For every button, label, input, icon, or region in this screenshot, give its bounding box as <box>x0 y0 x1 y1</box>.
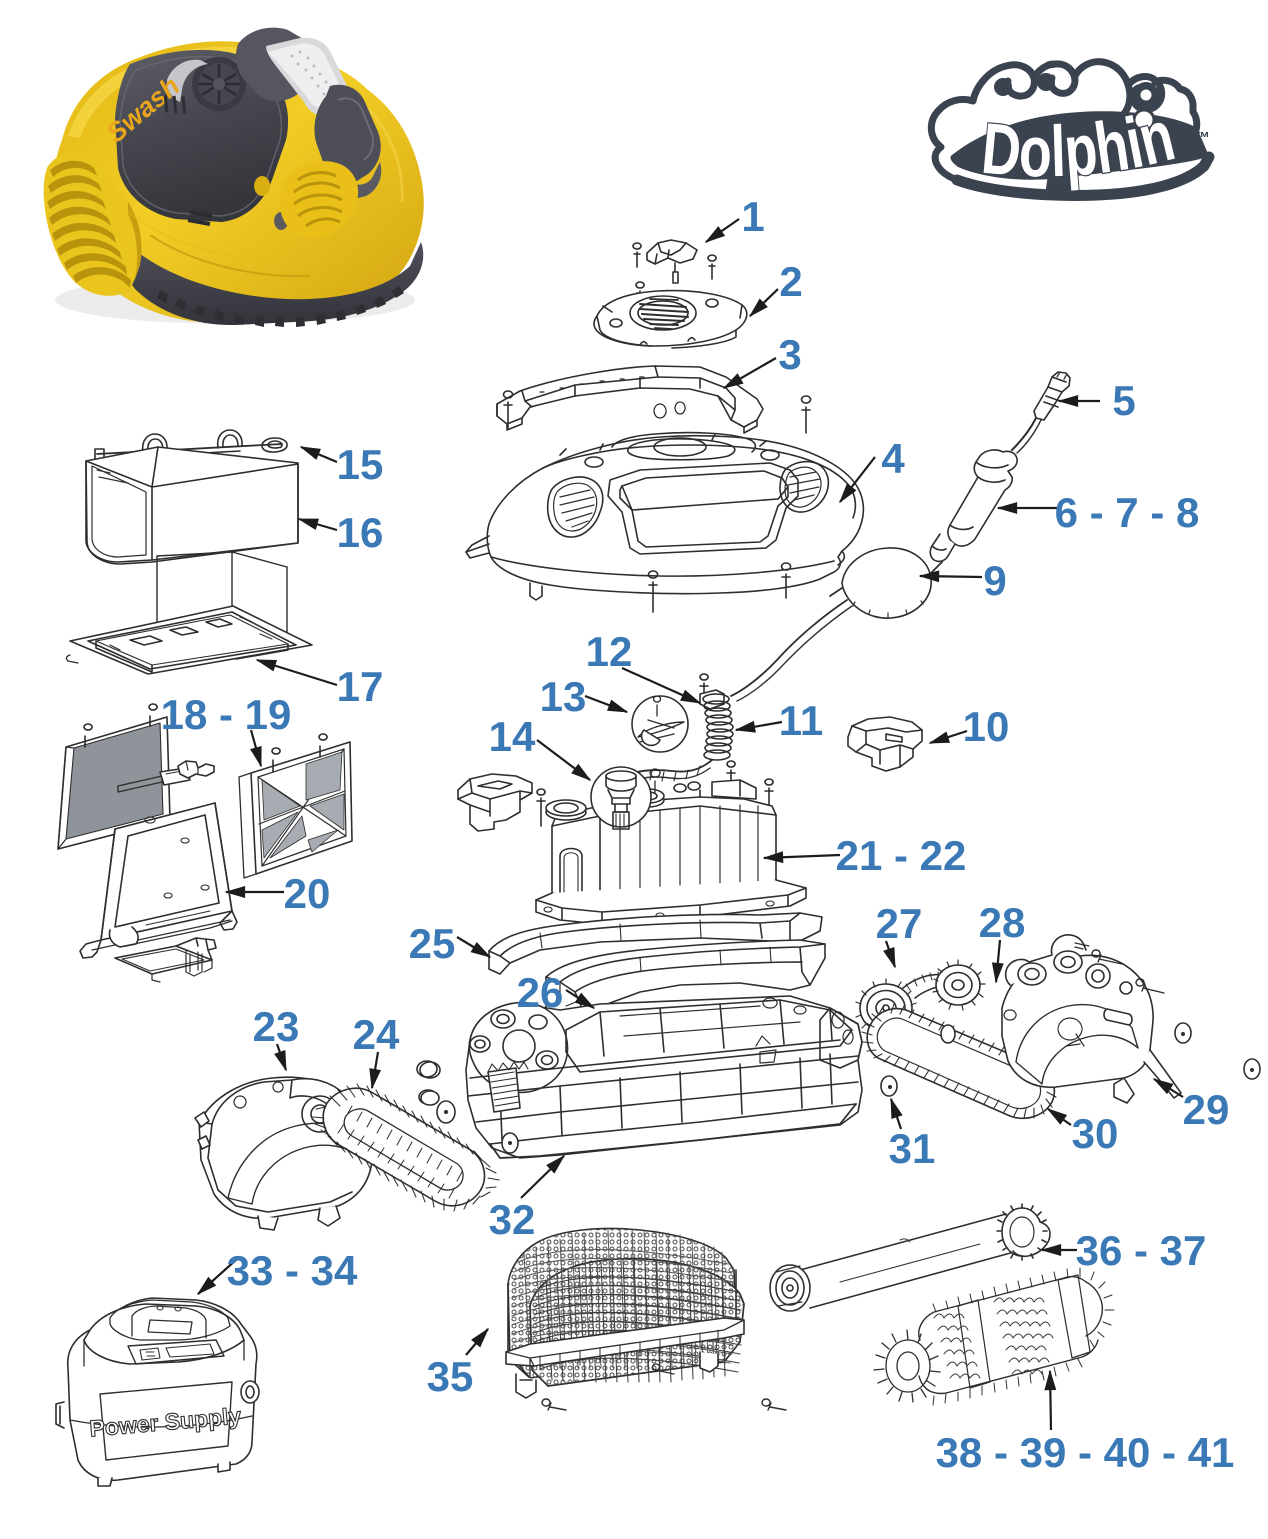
svg-text:25: 25 <box>409 920 456 967</box>
svg-text:14: 14 <box>489 713 536 760</box>
svg-text:10: 10 <box>963 703 1010 750</box>
svg-text:4: 4 <box>881 435 905 482</box>
svg-text:9: 9 <box>983 557 1006 604</box>
svg-text:26: 26 <box>517 969 564 1016</box>
svg-text:11: 11 <box>779 697 823 744</box>
svg-text:36 - 37: 36 - 37 <box>1076 1227 1207 1274</box>
svg-text:27: 27 <box>876 900 923 947</box>
svg-text:6 - 7 - 8: 6 - 7 - 8 <box>1055 489 1200 536</box>
svg-text:12: 12 <box>586 628 633 675</box>
svg-text:17: 17 <box>337 663 384 710</box>
svg-text:23: 23 <box>253 1003 300 1050</box>
svg-text:24: 24 <box>353 1011 400 1058</box>
svg-text:1: 1 <box>741 193 764 240</box>
svg-text:32: 32 <box>489 1196 536 1243</box>
svg-text:3: 3 <box>778 331 801 378</box>
svg-text:13: 13 <box>540 673 587 720</box>
svg-text:18 - 19: 18 - 19 <box>161 691 292 738</box>
svg-text:16: 16 <box>337 509 384 556</box>
svg-text:2: 2 <box>779 258 802 305</box>
svg-text:21 - 22: 21 - 22 <box>836 832 967 879</box>
svg-text:15: 15 <box>337 441 384 488</box>
svg-text:38 - 39 - 40 - 41: 38 - 39 - 40 - 41 <box>936 1429 1235 1476</box>
svg-text:20: 20 <box>284 870 331 917</box>
svg-text:5: 5 <box>1112 377 1135 424</box>
svg-text:33 - 34: 33 - 34 <box>227 1247 358 1294</box>
svg-text:35: 35 <box>427 1353 474 1400</box>
svg-text:31: 31 <box>889 1125 936 1172</box>
svg-text:™: ™ <box>1194 130 1210 147</box>
svg-text:29: 29 <box>1183 1086 1230 1133</box>
svg-text:30: 30 <box>1072 1110 1119 1157</box>
svg-text:28: 28 <box>979 899 1026 946</box>
